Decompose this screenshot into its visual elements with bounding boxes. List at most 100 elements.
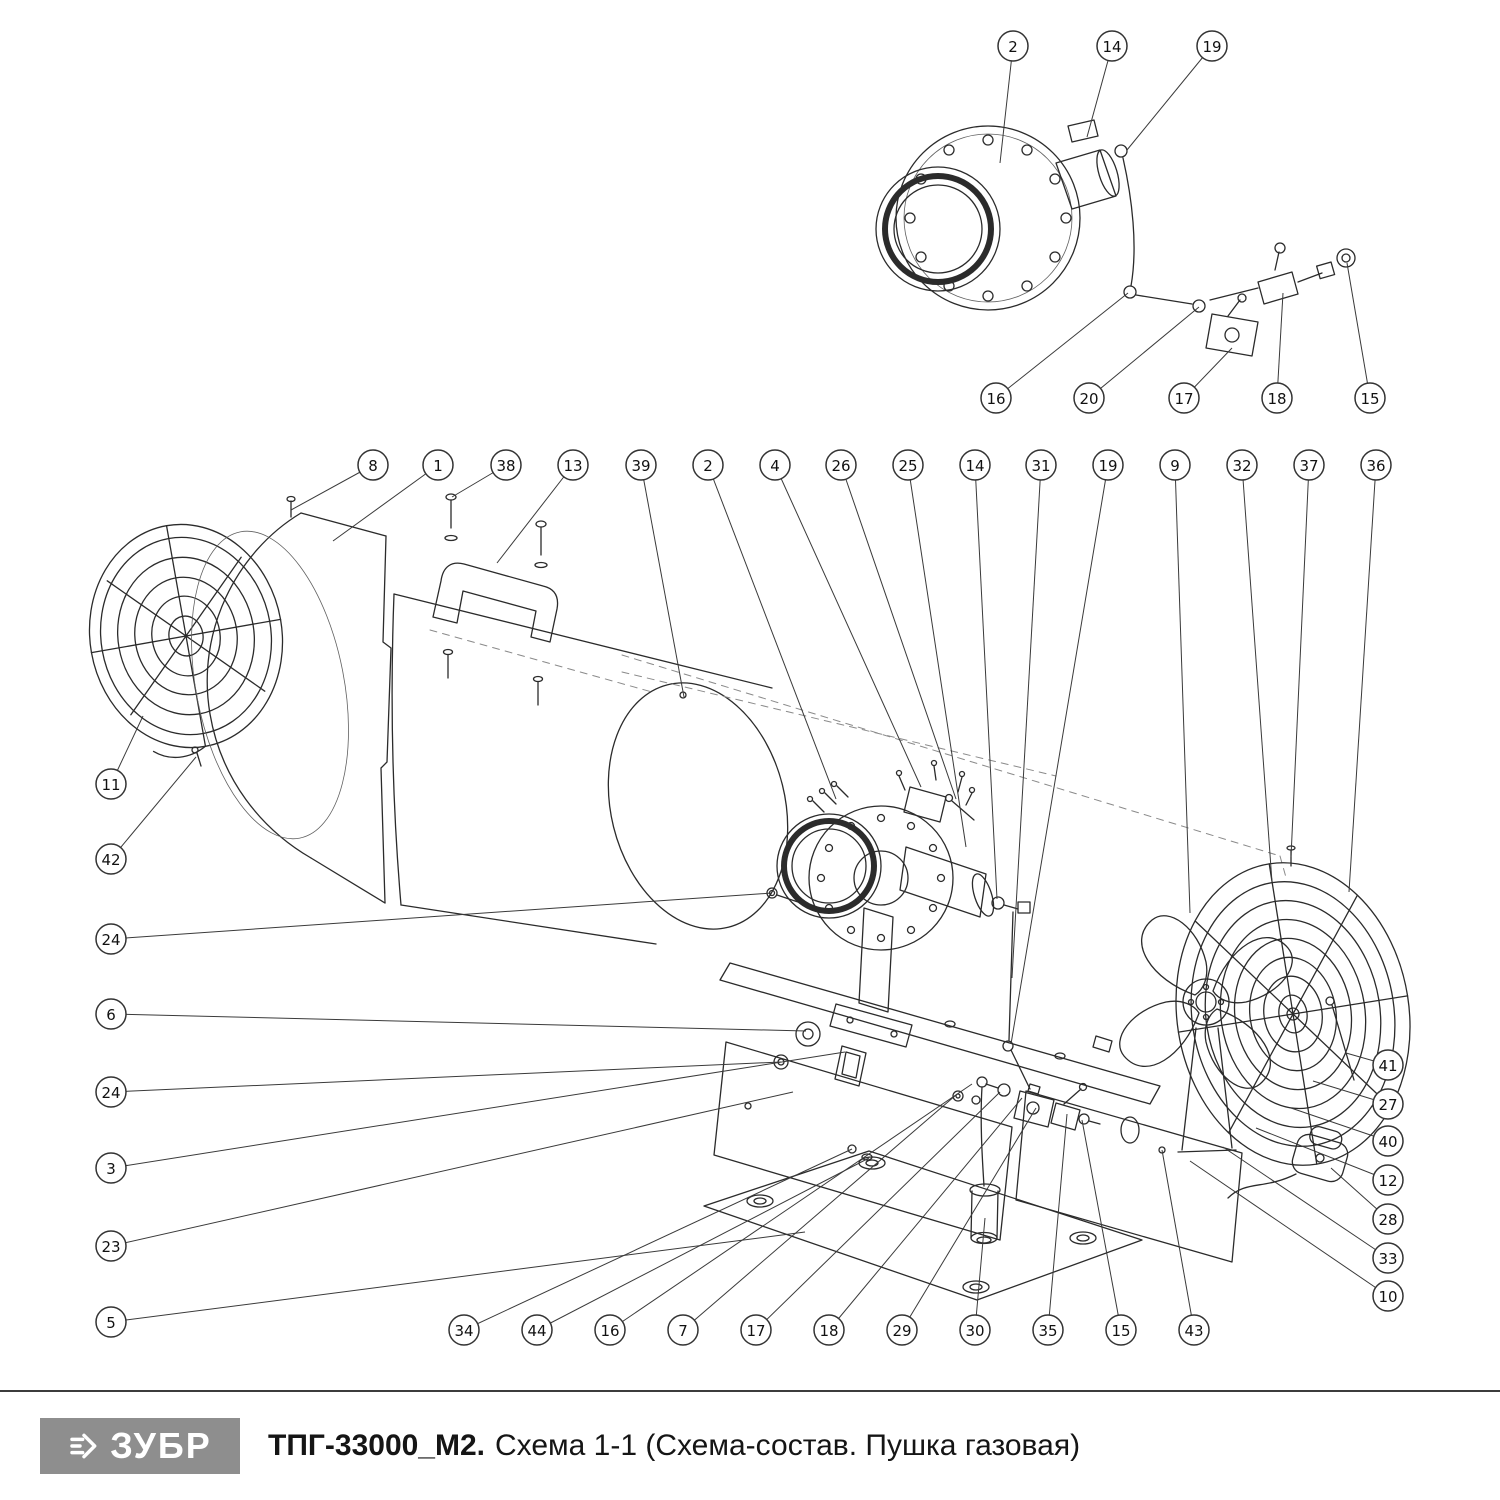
callout-leader-line: [110, 1231, 806, 1323]
callout-balloon: [980, 382, 1012, 414]
callout-number: 38: [496, 457, 515, 475]
callout-43: 43: [1161, 1149, 1210, 1346]
callout-number: 37: [1299, 457, 1318, 475]
callout-number: 24: [101, 931, 120, 949]
callout-balloon: [825, 449, 857, 481]
callout-number: 16: [600, 1322, 619, 1340]
callout-number: 11: [101, 776, 120, 794]
callout-44: 44: [521, 1157, 870, 1346]
power-cable: [1227, 1173, 1297, 1199]
callout-balloon: [422, 449, 454, 481]
footer: ЗУБР ТПГ-33000_М2.Схема 1-1 (Схема-соста…: [0, 1390, 1500, 1500]
callout-leader-line: [907, 464, 967, 848]
pin-washer: [861, 1153, 873, 1161]
callout-number: 15: [1111, 1322, 1130, 1340]
callout-number: 5: [106, 1314, 116, 1332]
brand-logo-icon: [70, 1433, 97, 1459]
callout-24: 24: [95, 1061, 782, 1108]
callout-leader-line: [110, 892, 773, 940]
callout-balloon: [1293, 449, 1325, 481]
callout-leader-line: [332, 464, 439, 542]
callout-balloon: [1372, 1242, 1404, 1274]
callout-24: 24: [95, 892, 773, 955]
callout-leader-line: [1348, 464, 1377, 893]
callout-leader-line: [463, 1148, 853, 1331]
detail-gas-line: [1114, 144, 1206, 313]
callout-15: 15: [1346, 262, 1386, 414]
detail-valve-block: [1205, 293, 1259, 357]
main-body-shell: [391, 593, 789, 945]
callout-number: 8: [368, 457, 378, 475]
callout-34: 34: [448, 1148, 853, 1346]
callout-number: 19: [1098, 457, 1117, 475]
callout-balloon: [1168, 382, 1200, 414]
callout-leader-line: [1161, 1149, 1195, 1331]
rubber-foot-4: [962, 1280, 990, 1294]
callout-leader-line: [1081, 1119, 1122, 1331]
callout-number: 15: [1360, 390, 1379, 408]
schema-title: Схема 1-1 (Схема-состав. Пушка газовая): [495, 1429, 1081, 1462]
callout-balloon: [95, 1152, 127, 1184]
callout-leader-line: [1222, 1146, 1389, 1259]
callout-27: 27: [1312, 1080, 1404, 1120]
callout-leader-line: [707, 464, 837, 800]
callout-23: 23: [95, 1091, 794, 1262]
gas-valve-assembly: [952, 1076, 1101, 1187]
callout-balloon: [521, 1314, 553, 1346]
callout-balloon: [1372, 1280, 1404, 1312]
callout-29: 29: [886, 1107, 1037, 1346]
callout-17: 17: [740, 1091, 1001, 1346]
callout-balloon: [959, 1314, 991, 1346]
gas-pipe: [1002, 911, 1031, 1090]
callout-number: 19: [1202, 38, 1221, 56]
handle-screw-3: [442, 648, 454, 679]
handle-screw-1: [444, 493, 458, 542]
callout-18: 18: [1261, 292, 1293, 414]
callout-number: 43: [1184, 1322, 1203, 1340]
callout-number: 30: [965, 1322, 984, 1340]
callout-balloon: [813, 1314, 845, 1346]
rear-housing: [191, 495, 392, 904]
callout-leader-line: [609, 1083, 973, 1331]
callout-33: 33: [1222, 1146, 1404, 1274]
callout-leader-line: [110, 1013, 807, 1032]
callout-number: 36: [1366, 457, 1385, 475]
callout-number: 23: [101, 1238, 120, 1256]
callout-number: 35: [1038, 1322, 1057, 1340]
callout-28: 28: [1330, 1167, 1404, 1235]
callout-number: 41: [1378, 1057, 1397, 1075]
callout-number: 27: [1378, 1096, 1397, 1114]
callout-leader-line: [1047, 1113, 1068, 1331]
callout-number: 1: [433, 457, 443, 475]
callout-number: 13: [563, 457, 582, 475]
callout-41: 41: [1345, 1049, 1404, 1081]
callout-leader-line: [1011, 464, 1042, 979]
callout-balloon: [490, 449, 522, 481]
callout-leader-line: [1290, 464, 1310, 858]
callout-leader-line: [1276, 292, 1284, 399]
callout-leader-line: [496, 464, 574, 564]
callout-7: 7: [667, 1094, 957, 1346]
callout-number: 39: [631, 457, 650, 475]
callout-leader-line: [1290, 1107, 1389, 1142]
callout-balloon: [95, 1076, 127, 1108]
callout-number: 33: [1378, 1250, 1397, 1268]
callout-balloon: [740, 1314, 772, 1346]
callout-40: 40: [1290, 1107, 1404, 1157]
callout-balloon: [95, 1230, 127, 1262]
callout-number: 42: [101, 851, 120, 869]
callout-number: 10: [1378, 1288, 1397, 1306]
callout-leader-line: [840, 464, 957, 800]
callout-number: 14: [965, 457, 984, 475]
burner-flange: [808, 805, 954, 951]
callout-number: 28: [1378, 1211, 1397, 1229]
callout-number: 2: [1008, 38, 1018, 56]
callout-20: 20: [1073, 306, 1200, 414]
callout-balloon: [1196, 30, 1228, 62]
callout-balloon: [357, 449, 389, 481]
bottom-pipe: [969, 1183, 1001, 1245]
power-plug: [1227, 1125, 1349, 1199]
solenoid-valve: [1013, 1090, 1055, 1128]
callout-number: 2: [703, 457, 713, 475]
exploded-parts-diagram: 2141916201718158138133924262514311993237…: [88, 30, 1411, 1346]
